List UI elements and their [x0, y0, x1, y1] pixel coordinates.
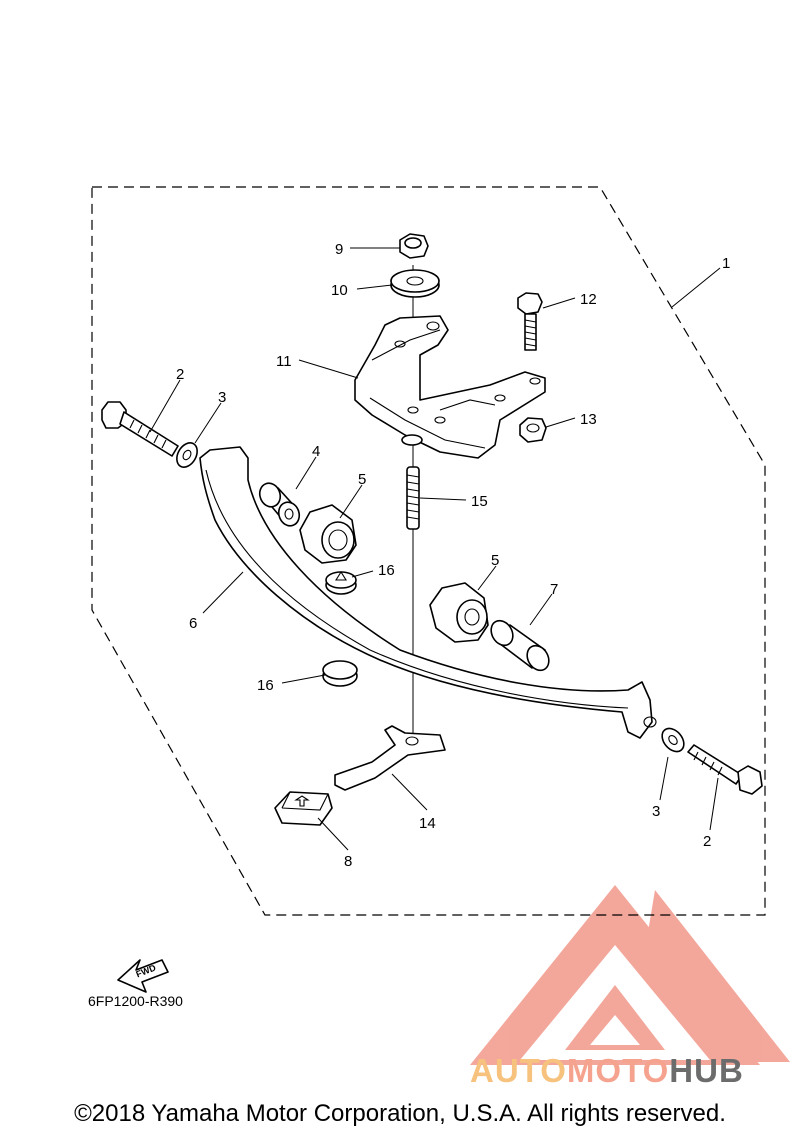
callout-16-lower: 16 [257, 677, 274, 694]
callout-2-left: 2 [176, 366, 184, 383]
part-3-washer-right [661, 727, 685, 753]
part-11-bracket [354, 315, 546, 459]
part-5-bushing-upper [299, 504, 357, 564]
callout-16-upper: 16 [378, 562, 395, 579]
leader-lines [149, 247, 719, 851]
part-5-bushing-lower [429, 582, 489, 643]
assembly-boundary [91, 186, 766, 916]
part-15-stud [406, 466, 420, 530]
callout-15: 15 [471, 493, 488, 510]
watermark-brand: AUTOMOTOHUB [470, 1052, 744, 1090]
callouts: 1 2 3 4 5 5 6 7 8 9 10 11 12 13 14 15 16… [176, 241, 730, 870]
part-4-collar [258, 482, 301, 527]
part-6-arm [199, 446, 657, 739]
brand-auto: AUTO [470, 1052, 567, 1089]
callout-14: 14 [419, 815, 436, 832]
callout-3-left: 3 [218, 389, 226, 406]
callout-3-right: 3 [652, 803, 660, 820]
drawing-code: 6FP1200-R390 [88, 993, 183, 1009]
callout-11: 11 [276, 353, 292, 370]
part-14-plate [334, 725, 446, 791]
brand-moto: MOTO [566, 1052, 670, 1089]
callout-9: 9 [335, 241, 343, 258]
part-10-washer [390, 269, 440, 298]
callout-2-right: 2 [703, 833, 711, 850]
part-13-nut [519, 417, 547, 443]
part-3-washer-left [176, 442, 198, 468]
part-2-bolt-right [687, 744, 763, 795]
callout-6: 6 [189, 615, 197, 632]
callout-4: 4 [312, 443, 320, 460]
fwd-arrow-icon: FWD [117, 959, 169, 993]
brand-hub: HUB [669, 1052, 744, 1089]
part-2-bolt-left [101, 401, 179, 457]
callout-1: 1 [722, 255, 730, 272]
callout-12: 12 [580, 291, 597, 308]
callout-5-lower: 5 [491, 552, 499, 569]
callout-8: 8 [344, 853, 352, 870]
callout-10: 10 [331, 282, 348, 299]
part-8-block [274, 791, 333, 826]
callout-13: 13 [580, 411, 597, 428]
part-12-bolt [517, 292, 543, 351]
part-16-grommet-lower [322, 660, 358, 687]
callout-5-upper: 5 [358, 471, 366, 488]
part-16-grommet-upper [325, 570, 357, 595]
copyright-notice: ©2018 Yamaha Motor Corporation, U.S.A. A… [74, 1100, 726, 1127]
callout-7: 7 [550, 581, 558, 598]
part-7-collar [490, 619, 550, 672]
leader-1 [671, 267, 721, 308]
watermark-logo [470, 885, 790, 1065]
part-9-nut [399, 233, 429, 259]
